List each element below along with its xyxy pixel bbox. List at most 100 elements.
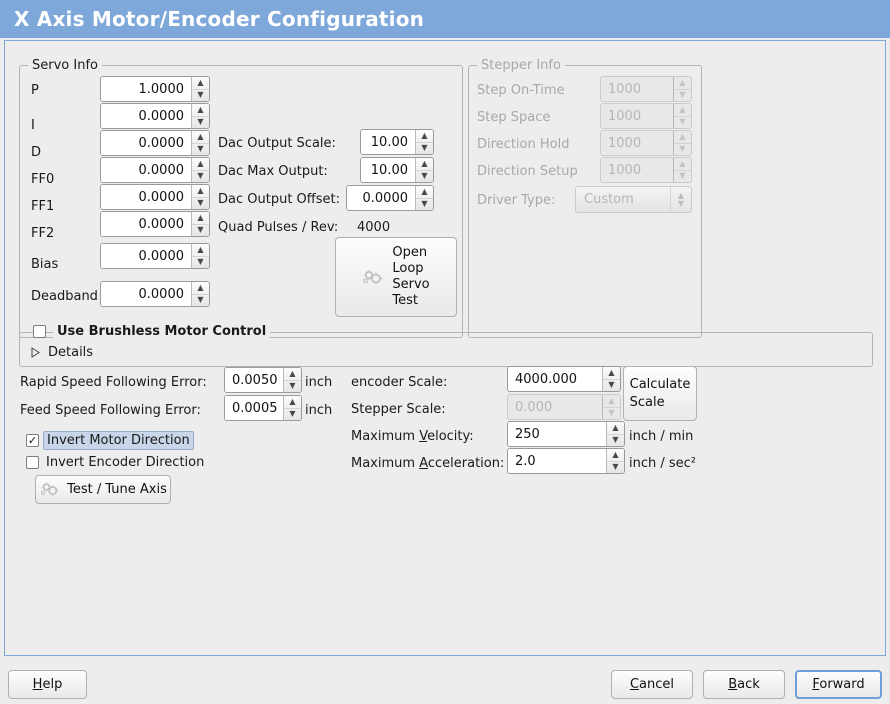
servo-input-i[interactable]: 0.0000 ▲ ▼ bbox=[100, 103, 210, 129]
dac-output-offset-spinner[interactable]: ▲ ▼ bbox=[415, 186, 433, 210]
spin-up-icon[interactable]: ▲ bbox=[608, 367, 615, 377]
spin-up-icon[interactable]: ▲ bbox=[612, 422, 619, 432]
servo-spinner-deadband[interactable]: ▲ ▼ bbox=[191, 282, 209, 306]
spin-down-icon[interactable]: ▼ bbox=[284, 407, 301, 421]
chevron-updown-icon[interactable]: ▲▼ bbox=[670, 187, 691, 212]
spin-down-icon[interactable]: ▼ bbox=[192, 169, 209, 183]
spin-down-icon[interactable]: ▼ bbox=[416, 169, 433, 183]
spin-down-icon[interactable]: ▼ bbox=[192, 115, 209, 129]
spin-down-icon[interactable]: ▼ bbox=[416, 141, 433, 155]
servo-spinner-i[interactable]: ▲ ▼ bbox=[191, 104, 209, 128]
servo-input-ff0[interactable]: 0.0000 ▲ ▼ bbox=[100, 157, 210, 183]
stepper-scale-spinner[interactable]: ▲ ▼ bbox=[602, 395, 620, 419]
spin-down-icon[interactable]: ▼ bbox=[192, 255, 209, 269]
servo-spinner-ff1[interactable]: ▲ ▼ bbox=[191, 185, 209, 209]
dac-output-scale-input[interactable]: 10.00 ▲ ▼ bbox=[360, 129, 434, 155]
stepper-scale-input[interactable]: 0.000 ▲ ▼ bbox=[507, 394, 621, 420]
details-disclosure[interactable]: Details bbox=[31, 345, 93, 360]
servo-spinner-ff2[interactable]: ▲ ▼ bbox=[191, 212, 209, 236]
direction-hold-spinner[interactable]: ▲ ▼ bbox=[673, 131, 691, 155]
spin-up-icon[interactable]: ▲ bbox=[679, 158, 686, 168]
servo-spinner-bias[interactable]: ▲ ▼ bbox=[191, 244, 209, 268]
servo-spinner-ff0[interactable]: ▲ ▼ bbox=[191, 158, 209, 182]
help-button[interactable]: Help bbox=[8, 670, 87, 699]
invert-encoder-direction-row[interactable]: Invert Encoder Direction bbox=[26, 455, 204, 470]
dac-output-offset-input[interactable]: 0.0000 ▲ ▼ bbox=[346, 185, 434, 211]
spin-up-icon[interactable]: ▲ bbox=[289, 396, 296, 406]
spin-down-icon[interactable]: ▼ bbox=[674, 115, 691, 129]
spin-down-icon[interactable]: ▼ bbox=[192, 293, 209, 307]
dac-max-output-input[interactable]: 10.00 ▲ ▼ bbox=[360, 157, 434, 183]
back-button[interactable]: Back bbox=[703, 670, 785, 699]
spin-up-icon[interactable]: ▲ bbox=[197, 131, 204, 141]
dac-output-scale-spinner[interactable]: ▲ ▼ bbox=[415, 130, 433, 154]
servo-input-ff2[interactable]: 0.0000 ▲ ▼ bbox=[100, 211, 210, 237]
encoder-scale-input[interactable]: 4000.000 ▲ ▼ bbox=[507, 366, 621, 392]
spin-up-icon[interactable]: ▲ bbox=[289, 368, 296, 378]
direction-setup-input[interactable]: 1000 ▲ ▼ bbox=[600, 157, 692, 183]
rapid-following-error-spinner[interactable]: ▲ ▼ bbox=[283, 368, 301, 392]
servo-input-d[interactable]: 0.0000 ▲ ▼ bbox=[100, 130, 210, 156]
direction-setup-spinner[interactable]: ▲ ▼ bbox=[673, 158, 691, 182]
spin-up-icon[interactable]: ▲ bbox=[197, 282, 204, 292]
spin-down-icon[interactable]: ▼ bbox=[192, 196, 209, 210]
spin-up-icon[interactable]: ▲ bbox=[421, 158, 428, 168]
calculate-scale-button[interactable]: Calculate Scale bbox=[623, 366, 697, 421]
spin-up-icon[interactable]: ▲ bbox=[197, 158, 204, 168]
maximum-acceleration-spinner[interactable]: ▲ ▼ bbox=[606, 449, 624, 473]
step-space-input[interactable]: 1000 ▲ ▼ bbox=[600, 103, 692, 129]
spin-down-icon[interactable]: ▼ bbox=[607, 460, 624, 474]
open-loop-servo-test-button[interactable]: Open Loop Servo Test bbox=[335, 237, 457, 317]
spin-down-icon[interactable]: ▼ bbox=[674, 169, 691, 183]
invert-encoder-direction-checkbox[interactable] bbox=[26, 456, 39, 469]
cancel-button[interactable]: Cancel bbox=[611, 670, 693, 699]
maximum-velocity-spinner[interactable]: ▲ ▼ bbox=[606, 422, 624, 446]
spin-up-icon[interactable]: ▲ bbox=[197, 244, 204, 254]
spin-up-icon[interactable]: ▲ bbox=[421, 130, 428, 140]
spin-up-icon[interactable]: ▲ bbox=[608, 395, 615, 405]
spin-up-icon[interactable]: ▲ bbox=[197, 104, 204, 114]
spin-up-icon[interactable]: ▲ bbox=[679, 77, 686, 87]
servo-input-ff1[interactable]: 0.0000 ▲ ▼ bbox=[100, 184, 210, 210]
step-on-time-input[interactable]: 1000 ▲ ▼ bbox=[600, 76, 692, 102]
triangle-right-icon[interactable] bbox=[31, 347, 40, 358]
spin-up-icon[interactable]: ▲ bbox=[197, 77, 204, 87]
forward-button[interactable]: Forward bbox=[795, 670, 882, 699]
spin-up-icon[interactable]: ▲ bbox=[197, 185, 204, 195]
spin-down-icon[interactable]: ▼ bbox=[607, 433, 624, 447]
spin-down-icon[interactable]: ▼ bbox=[192, 88, 209, 102]
spin-up-icon[interactable]: ▲ bbox=[679, 104, 686, 114]
dac-max-output-spinner[interactable]: ▲ ▼ bbox=[415, 158, 433, 182]
feed-following-error-input[interactable]: 0.0005 ▲ ▼ bbox=[224, 395, 302, 421]
spin-down-icon[interactable]: ▼ bbox=[674, 142, 691, 156]
spin-down-icon[interactable]: ▼ bbox=[603, 406, 620, 420]
servo-input-deadband[interactable]: 0.0000 ▲ ▼ bbox=[100, 281, 210, 307]
direction-hold-input[interactable]: 1000 ▲ ▼ bbox=[600, 130, 692, 156]
servo-input-p[interactable]: 1.0000 ▲ ▼ bbox=[100, 76, 210, 102]
spin-up-icon[interactable]: ▲ bbox=[612, 449, 619, 459]
use-brushless-motor-control-row[interactable]: Use Brushless Motor Control bbox=[33, 324, 271, 339]
use-brushless-checkbox[interactable] bbox=[33, 325, 46, 338]
servo-spinner-p[interactable]: ▲ ▼ bbox=[191, 77, 209, 101]
maximum-velocity-input[interactable]: 250 ▲ ▼ bbox=[507, 421, 625, 447]
spin-up-icon[interactable]: ▲ bbox=[679, 131, 686, 141]
driver-type-select[interactable]: Custom ▲▼ bbox=[575, 186, 692, 213]
spin-up-icon[interactable]: ▲ bbox=[197, 212, 204, 222]
step-on-time-spinner[interactable]: ▲ ▼ bbox=[673, 77, 691, 101]
rapid-following-error-input[interactable]: 0.0050 ▲ ▼ bbox=[224, 367, 302, 393]
spin-down-icon[interactable]: ▼ bbox=[416, 197, 433, 211]
test-tune-axis-button[interactable]: Test / Tune Axis bbox=[35, 475, 171, 504]
spin-up-icon[interactable]: ▲ bbox=[421, 186, 428, 196]
spin-down-icon[interactable]: ▼ bbox=[192, 223, 209, 237]
invert-motor-direction-checkbox[interactable]: ✓ bbox=[26, 434, 39, 447]
feed-following-error-spinner[interactable]: ▲ ▼ bbox=[283, 396, 301, 420]
servo-spinner-d[interactable]: ▲ ▼ bbox=[191, 131, 209, 155]
servo-input-bias[interactable]: 0.0000 ▲ ▼ bbox=[100, 243, 210, 269]
spin-down-icon[interactable]: ▼ bbox=[192, 142, 209, 156]
spin-down-icon[interactable]: ▼ bbox=[284, 379, 301, 393]
encoder-scale-spinner[interactable]: ▲ ▼ bbox=[602, 367, 620, 391]
invert-motor-direction-row[interactable]: ✓ Invert Motor Direction bbox=[26, 431, 194, 450]
spin-down-icon[interactable]: ▼ bbox=[603, 378, 620, 392]
maximum-acceleration-input[interactable]: 2.0 ▲ ▼ bbox=[507, 448, 625, 474]
step-space-spinner[interactable]: ▲ ▼ bbox=[673, 104, 691, 128]
